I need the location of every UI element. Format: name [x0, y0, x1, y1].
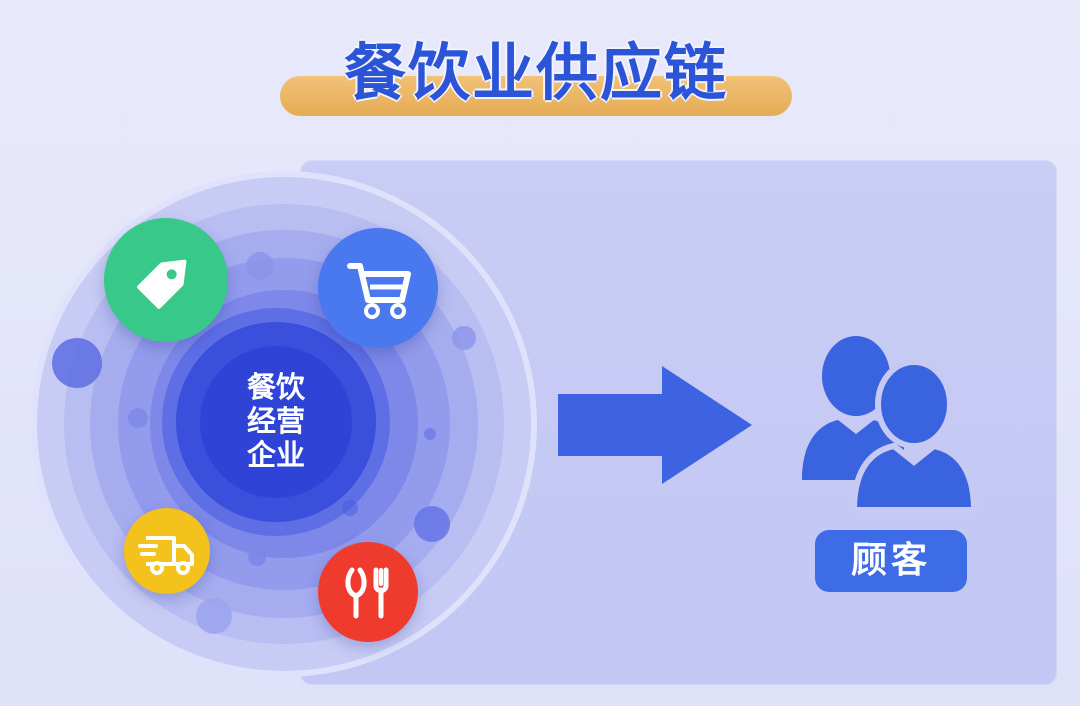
right-arrow-icon	[558, 366, 752, 484]
decorative-bubble	[452, 326, 476, 350]
decorative-bubble	[248, 548, 266, 566]
tag-icon	[137, 259, 187, 309]
page-title: 餐饮业供应链	[343, 36, 728, 109]
tag-node	[104, 218, 228, 342]
center-label: 餐饮 经营 企业	[200, 370, 352, 472]
decorative-bubble	[196, 598, 232, 634]
title-highlight-bar	[280, 76, 792, 116]
delivery-truck-icon	[138, 536, 194, 575]
cart-node	[318, 228, 438, 348]
decorative-bubble	[128, 408, 148, 428]
customers-icon	[802, 336, 978, 513]
center-label-line: 经营	[246, 404, 305, 438]
decorative-bubble	[246, 252, 274, 280]
core-inner-circle	[200, 346, 352, 498]
truck-node	[124, 508, 210, 594]
decorative-bubble	[424, 428, 436, 440]
center-label-line: 企业	[246, 438, 305, 472]
shopping-cart-icon	[347, 263, 411, 319]
fork-spoon-icon	[345, 567, 389, 619]
decorative-bubble	[52, 338, 102, 388]
decorative-bubble	[414, 506, 450, 542]
utensils-node	[318, 542, 418, 642]
customer-label: 顾客	[815, 530, 967, 592]
decorative-bubble	[342, 500, 358, 516]
center-label-line: 餐饮	[246, 370, 305, 404]
